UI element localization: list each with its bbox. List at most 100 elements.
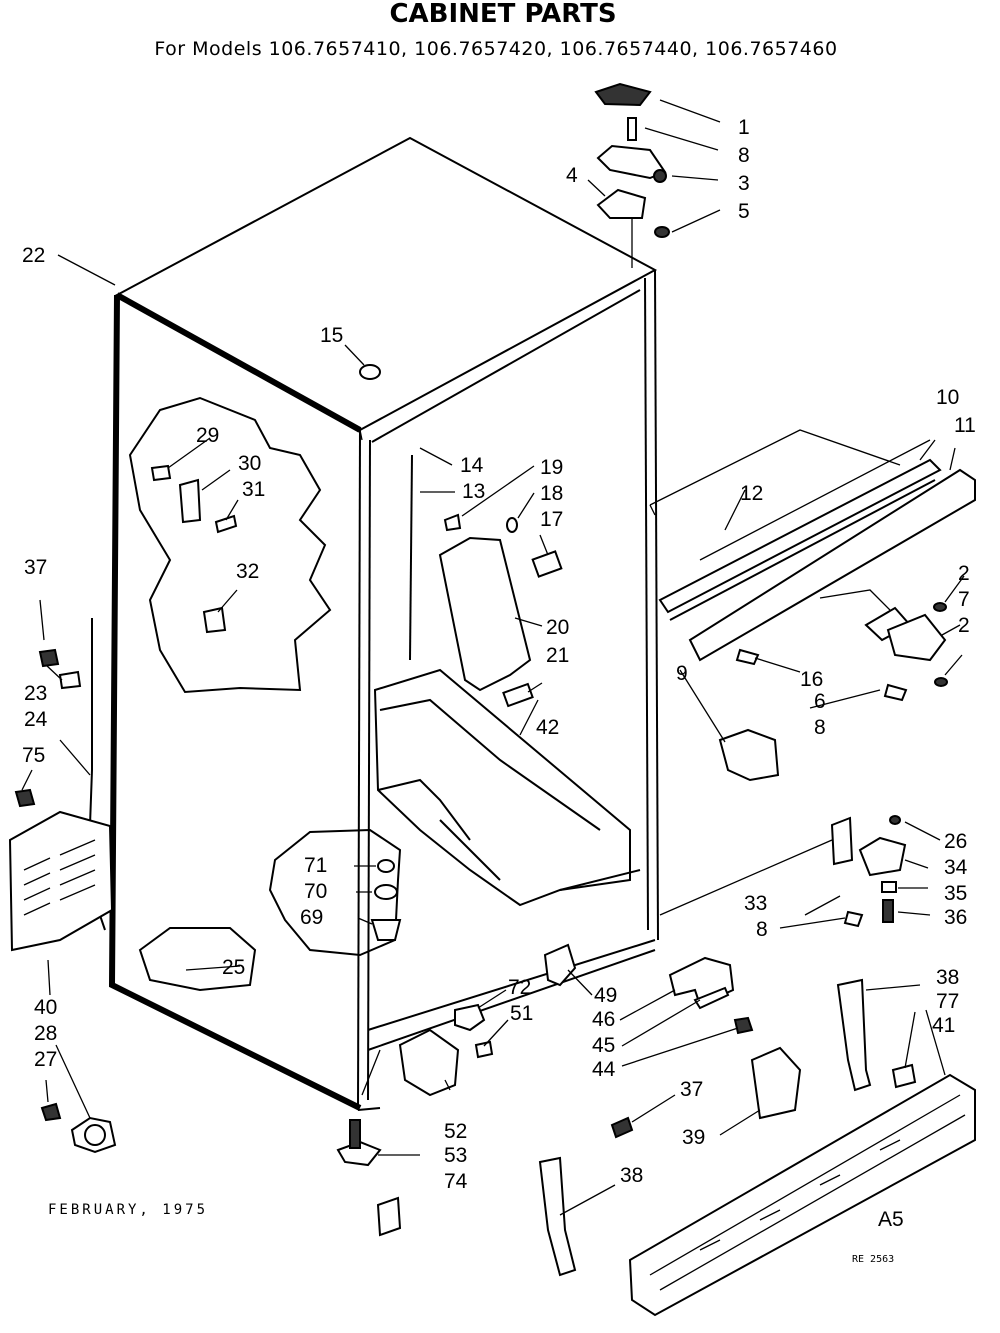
clip bbox=[202, 606, 227, 634]
callout-72: 72 bbox=[508, 976, 531, 999]
callout-2a: 2 bbox=[958, 562, 970, 585]
top-hinge-assembly bbox=[594, 82, 670, 268]
shelf-support bbox=[438, 536, 532, 692]
part-77 bbox=[891, 1063, 917, 1089]
callout-6: 6 bbox=[814, 690, 826, 713]
hinge-screw bbox=[627, 117, 637, 141]
hinge-washer bbox=[654, 226, 670, 238]
callout-74: 74 bbox=[444, 1170, 468, 1193]
callout-11: 11 bbox=[954, 414, 976, 437]
callout-75: 75 bbox=[22, 744, 45, 767]
callout-36: 36 bbox=[944, 906, 967, 929]
lower-cutaway bbox=[138, 927, 257, 992]
shelf-clip-lower bbox=[502, 682, 534, 708]
leveler-assembly bbox=[659, 815, 907, 928]
plug-button bbox=[359, 364, 381, 380]
callout-21: 21 bbox=[546, 644, 569, 667]
drain-funnel bbox=[370, 919, 402, 941]
callout-51: 51 bbox=[510, 1002, 533, 1025]
screw-37a bbox=[38, 648, 60, 668]
callout-20: 20 bbox=[546, 616, 569, 639]
callout-25: 25 bbox=[222, 956, 245, 979]
callout-18: 18 bbox=[540, 482, 563, 505]
cabinet-bracket bbox=[178, 478, 202, 524]
callout-5: 5 bbox=[738, 200, 750, 223]
callout-4: 4 bbox=[566, 164, 578, 187]
callout-39: 39 bbox=[682, 1126, 705, 1149]
callout-53: 53 bbox=[444, 1144, 467, 1167]
callout-70: 70 bbox=[304, 880, 327, 903]
caster-wheel bbox=[70, 1116, 117, 1154]
callout-69: 69 bbox=[300, 906, 323, 929]
callout-28: 28 bbox=[34, 1022, 57, 1045]
callout-10: 10 bbox=[936, 386, 959, 409]
caster-screw bbox=[40, 1102, 62, 1122]
callout-19: 19 bbox=[540, 456, 563, 479]
insulation-cutaway bbox=[128, 396, 332, 694]
shelf-clip-upper bbox=[531, 550, 563, 578]
callout-77: 77 bbox=[936, 990, 959, 1013]
toe-plate-bracket-right bbox=[836, 978, 872, 1092]
callout-8c: 8 bbox=[756, 918, 768, 941]
toe-grille bbox=[628, 1073, 976, 1317]
leader-lines bbox=[21, 99, 965, 1216]
callout-7: 7 bbox=[958, 588, 970, 611]
callout-22: 22 bbox=[22, 244, 45, 267]
callout-52: 52 bbox=[444, 1120, 467, 1143]
callout-23: 23 bbox=[24, 682, 47, 705]
rear-grille bbox=[8, 810, 114, 952]
callout-15: 15 bbox=[320, 324, 343, 347]
leg-bracket bbox=[398, 1028, 460, 1097]
screw-44 bbox=[733, 1016, 754, 1035]
models-subtitle: For Models 106.7657410, 106.7657420, 106… bbox=[154, 38, 837, 60]
callout-46: 46 bbox=[592, 1008, 615, 1031]
callout-71: 71 bbox=[304, 854, 327, 877]
callout-27: 27 bbox=[34, 1048, 57, 1071]
callout-9: 9 bbox=[676, 662, 688, 685]
callout-32: 32 bbox=[236, 560, 259, 583]
callout-33: 33 bbox=[744, 892, 767, 915]
callout-37b: 37 bbox=[680, 1078, 703, 1101]
callout-29: 29 bbox=[196, 424, 219, 447]
callout-30: 30 bbox=[238, 452, 261, 475]
callout-2b: 2 bbox=[958, 614, 970, 637]
callout-40: 40 bbox=[34, 996, 57, 1019]
toe-plate-clip bbox=[750, 1046, 802, 1120]
callout-44: 44 bbox=[592, 1058, 616, 1081]
code-a: A5 bbox=[878, 1208, 904, 1231]
foot-pad bbox=[376, 1196, 402, 1237]
screw-37b bbox=[610, 1116, 634, 1139]
callout-8b: 8 bbox=[814, 716, 826, 739]
callout-16: 16 bbox=[800, 668, 823, 691]
callout-45: 45 bbox=[592, 1034, 615, 1057]
drain-ring bbox=[374, 884, 398, 900]
callout-49: 49 bbox=[594, 984, 617, 1007]
callout-17: 17 bbox=[540, 508, 563, 531]
door-stop bbox=[718, 728, 780, 782]
callout-labels: 1 8 3 4 5 22 15 29 30 31 32 14 13 19 18 … bbox=[22, 116, 976, 1193]
callout-8: 8 bbox=[738, 144, 750, 167]
callout-12: 12 bbox=[740, 482, 763, 505]
hinge-shim bbox=[596, 188, 647, 219]
callout-37a: 37 bbox=[24, 556, 47, 579]
screw-51 bbox=[474, 1040, 494, 1059]
door-rails bbox=[649, 429, 976, 662]
callout-3: 3 bbox=[738, 172, 750, 195]
callout-38b: 38 bbox=[620, 1164, 643, 1187]
date-stamp: FEBRUARY, 1975 bbox=[48, 1202, 208, 1218]
callout-24: 24 bbox=[24, 708, 48, 731]
drain-cap bbox=[377, 859, 395, 873]
grille-slots bbox=[23, 839, 96, 916]
callout-38a: 38 bbox=[936, 966, 959, 989]
clamp-23 bbox=[58, 670, 82, 690]
grommet bbox=[454, 1003, 486, 1032]
callout-35: 35 bbox=[944, 882, 967, 905]
callout-41: 41 bbox=[932, 1014, 955, 1037]
cabinet-body bbox=[108, 136, 659, 1111]
toe-plate-bracket-left bbox=[538, 1156, 577, 1277]
callout-31: 31 bbox=[242, 478, 265, 501]
code-b: RE 2563 bbox=[852, 1254, 894, 1265]
callout-42: 42 bbox=[536, 716, 559, 739]
screw-75 bbox=[14, 788, 36, 808]
